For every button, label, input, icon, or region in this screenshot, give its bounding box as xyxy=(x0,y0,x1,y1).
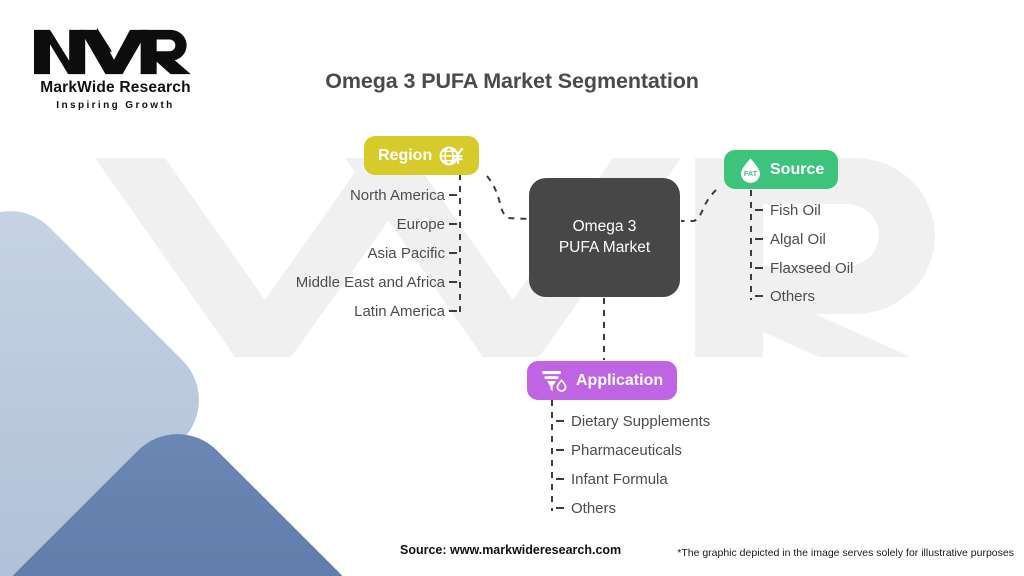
leaf-source-1: Algal Oil xyxy=(770,231,826,248)
branch-label-application: Application xyxy=(576,371,664,389)
funnel-droplet-icon xyxy=(542,370,567,392)
globe-currency-icon xyxy=(439,146,464,165)
logo-tagline: Inspiring Growth xyxy=(56,100,175,111)
leaf-application-2: Infant Formula xyxy=(571,471,668,488)
page-title: Omega 3 PUFA Market Segmentation xyxy=(325,69,699,93)
center-node[interactable]: Omega 3 PUFA Market xyxy=(529,178,680,297)
brand-logo: MarkWide Research Inspiring Growth xyxy=(28,26,203,111)
leaf-application-3: Others xyxy=(571,500,617,517)
fat-droplet-icon-text: FAT xyxy=(744,169,758,178)
branch-badge-region[interactable]: Region xyxy=(364,136,480,175)
center-node-label: Omega 3 PUFA Market xyxy=(558,217,651,256)
fat-droplet-icon: FAT xyxy=(741,158,760,183)
branch-badge-source[interactable]: FAT Source xyxy=(724,150,839,189)
leaf-source-2: Flaxseed Oil xyxy=(770,260,854,277)
branch-badge-application[interactable]: Application xyxy=(527,361,678,400)
leaf-region-4: Latin America xyxy=(354,303,445,320)
leaf-region-0: North America xyxy=(349,187,445,204)
branch-label-source: Source xyxy=(770,160,825,178)
logo-company-name: MarkWide Research xyxy=(40,79,191,96)
leaf-application-0: Dietary Supplements xyxy=(571,413,711,430)
footer-source: Source: www.markwideresearch.com xyxy=(400,543,622,557)
leaf-source-0: Fish Oil xyxy=(770,202,821,219)
leaf-application-1: Pharmaceuticals xyxy=(571,442,682,459)
leaf-region-3: Middle East and Africa xyxy=(295,274,445,291)
branch-label-region: Region xyxy=(378,146,433,164)
mwr-monogram-icon xyxy=(34,27,191,75)
leaf-region-1: Europe xyxy=(396,216,445,233)
footer-disclaimer: *The graphic depicted in the image serve… xyxy=(677,547,1014,559)
leaf-region-2: Asia Pacific xyxy=(367,245,445,262)
leaf-source-3: Others xyxy=(770,288,816,305)
